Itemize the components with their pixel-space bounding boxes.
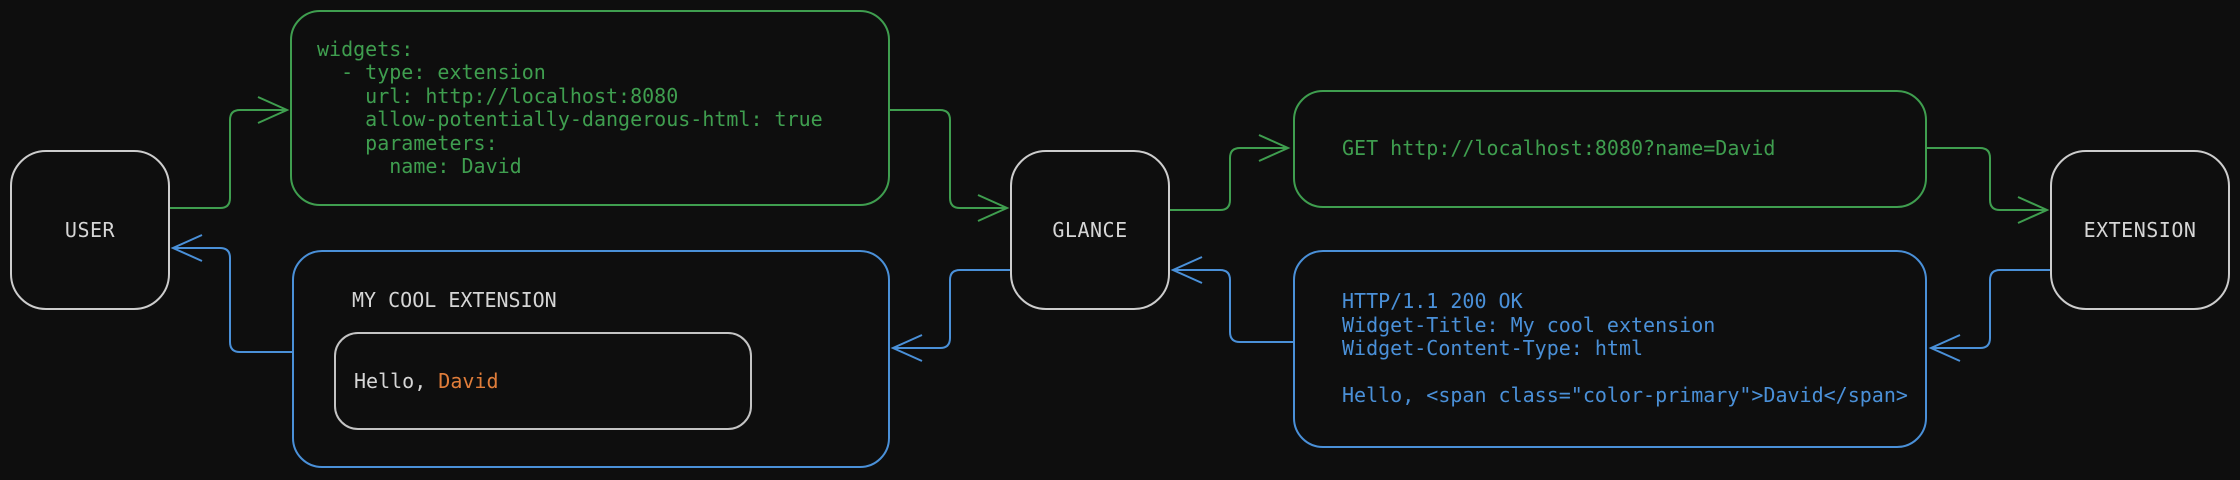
http-request-box: GET http://localhost:8080?name=David <box>1293 90 1927 208</box>
edge-response-to-glance <box>1174 269 1293 343</box>
edge-extension-to-response <box>1932 269 2050 349</box>
rendered-widget-box: MY COOL EXTENSION Hello, David <box>292 250 890 468</box>
arrowhead-right-icon <box>257 96 290 124</box>
http-request-code: GET http://localhost:8080?name=David <box>1342 136 1776 161</box>
greeting-name: David <box>438 369 499 393</box>
node-extension: EXTENSION <box>2050 150 2230 310</box>
node-user: USER <box>10 150 170 310</box>
edge-widget-to-user <box>174 247 292 353</box>
arrowhead-right-icon <box>977 194 1010 222</box>
edge-request-to-extension <box>1927 147 2046 211</box>
widget-greeting-box: Hello, David <box>334 332 752 430</box>
node-glance-label: GLANCE <box>1052 218 1128 242</box>
edge-glance-to-request <box>1170 147 1287 211</box>
node-glance: GLANCE <box>1010 150 1170 310</box>
config-yaml-code: widgets: - type: extension url: http://l… <box>317 36 823 178</box>
config-yaml-box: widgets: - type: extension url: http://l… <box>290 10 890 206</box>
arrowhead-left-icon <box>1928 334 1961 362</box>
edge-user-to-config <box>170 109 286 209</box>
greeting-prefix: Hello, <box>354 369 439 393</box>
edge-glance-to-widget <box>894 269 1010 349</box>
widget-title: MY COOL EXTENSION <box>352 288 557 312</box>
node-extension-label: EXTENSION <box>2083 218 2197 242</box>
arrowhead-right-icon <box>1258 134 1291 162</box>
http-response-code: HTTP/1.1 200 OK Widget-Title: My cool ex… <box>1342 289 1908 408</box>
arrowhead-left-icon <box>170 234 203 262</box>
arrowhead-right-icon <box>2017 196 2050 224</box>
arrowhead-left-icon <box>890 334 923 362</box>
node-user-label: USER <box>64 218 116 242</box>
http-response-box: HTTP/1.1 200 OK Widget-Title: My cool ex… <box>1293 250 1927 448</box>
arrowhead-left-icon <box>1170 256 1203 284</box>
edge-config-to-glance <box>890 109 1006 209</box>
